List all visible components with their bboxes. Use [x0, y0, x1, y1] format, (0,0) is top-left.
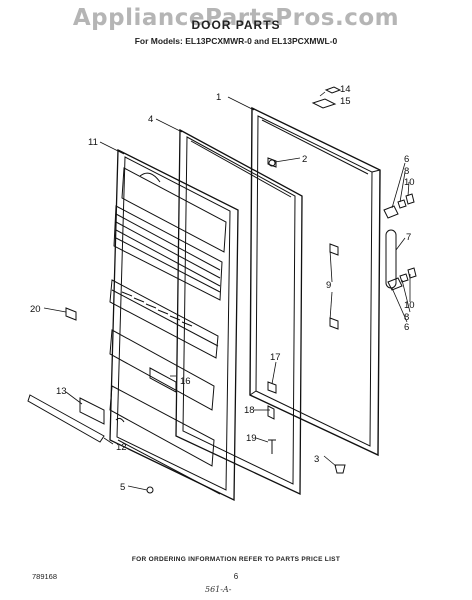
callout-19: 19 [246, 433, 257, 444]
screw-19 [268, 439, 276, 454]
callout-10-bottom: 10 [404, 300, 415, 311]
diagram-title: DOOR PARTS [191, 18, 281, 32]
outer-door-panel [249, 86, 381, 457]
part-3 [334, 464, 346, 474]
door-gasket [175, 128, 303, 496]
callout-5: 5 [120, 482, 125, 493]
document-number: 789168 [32, 572, 58, 581]
callout-10-top: 10 [404, 177, 415, 188]
callout-16: 16 [180, 376, 191, 387]
pad [65, 307, 77, 321]
callout-13: 13 [56, 386, 67, 397]
callout-labels: 1 14 15 2 4 11 6 8 10 7 9 20 10 8 6 17 1… [30, 84, 415, 493]
callout-20: 20 [30, 304, 41, 315]
callout-8-top: 8 [404, 166, 409, 177]
trim-strip [27, 394, 105, 443]
callout-7: 7 [406, 232, 411, 243]
hinge-assembly [383, 193, 417, 291]
door-parts-drawing [27, 86, 417, 502]
model-numbers: For Models: EL13PCXMWR-0 and EL13PCXMWL-… [134, 36, 338, 46]
handle [79, 397, 105, 425]
callout-6-bottom: 6 [404, 322, 409, 333]
watermark: AppliancePartsPros.com [72, 5, 400, 31]
callout-8-bottom: 8 [404, 312, 409, 323]
callout-2: 2 [302, 154, 307, 165]
page-number: 6 [233, 572, 239, 581]
callout-12: 12 [116, 442, 127, 453]
handwritten-note: 561-A- [205, 585, 232, 594]
callout-17: 17 [270, 352, 281, 363]
callout-4: 4 [148, 114, 153, 125]
callout-15: 15 [340, 96, 351, 107]
door-liner [109, 148, 239, 502]
ordering-note: FOR ORDERING INFORMATION REFER TO PARTS … [131, 556, 341, 563]
callout-14: 14 [340, 84, 351, 95]
screw [146, 486, 154, 494]
callout-3: 3 [314, 454, 319, 465]
callout-9: 9 [326, 280, 331, 291]
callout-18: 18 [244, 405, 255, 416]
callout-11: 11 [88, 137, 98, 148]
callout-6-top: 6 [404, 154, 409, 165]
callout-1: 1 [216, 92, 221, 103]
leader-lines [43, 91, 411, 491]
